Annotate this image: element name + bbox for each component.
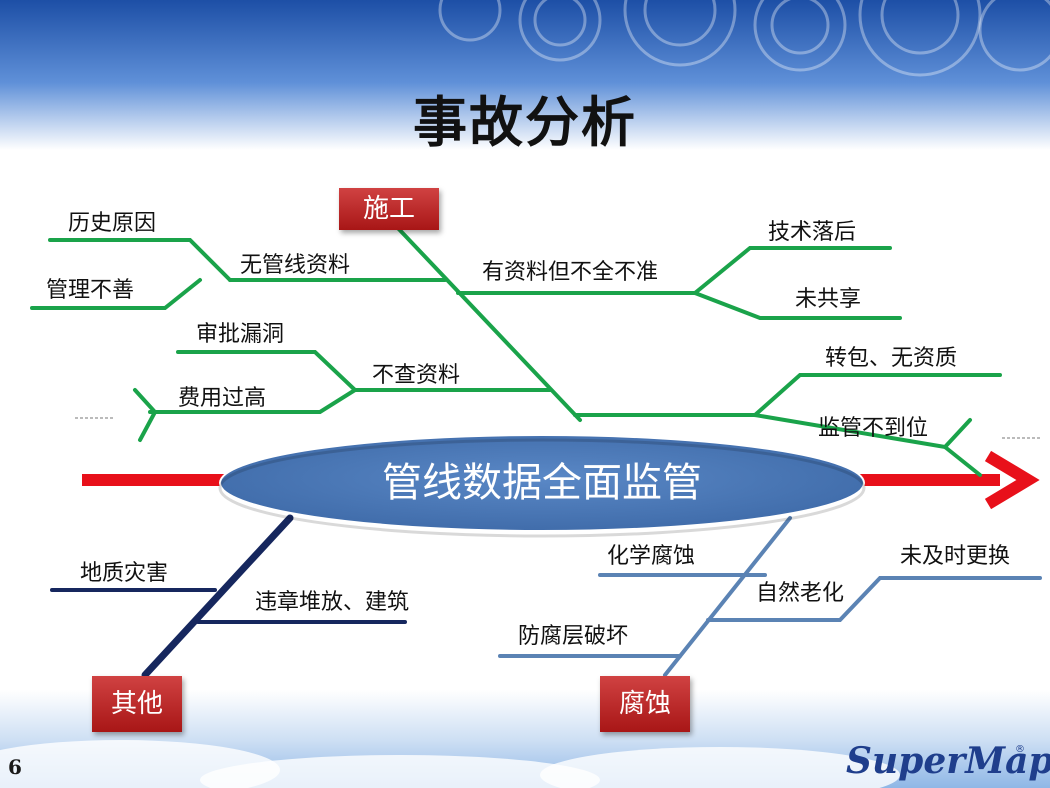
cause-geo-disaster: 地质灾害 — [80, 561, 169, 586]
cause-not-replaced: 未及时更换 — [900, 544, 1011, 569]
cause-incomplete-data: 有资料但不全不准 — [482, 260, 659, 285]
cause-subcontract: 转包、无资质 — [825, 346, 958, 371]
tag-construction: 施工 — [339, 188, 439, 230]
cause-no-data: 无管线资料 — [240, 253, 351, 278]
cause-management: 管理不善 — [46, 278, 135, 303]
page-number: 6 — [8, 755, 22, 779]
cause-chemical: 化学腐蚀 — [607, 544, 696, 569]
cause-supervision: 监管不到位 — [818, 416, 929, 441]
center-ellipse — [219, 434, 865, 532]
slide-title: 事故分析 — [413, 91, 637, 154]
registered-icon: ® — [1015, 744, 1025, 755]
spine-arrowhead — [984, 450, 1040, 510]
tag-corrosion: 腐蚀 — [600, 676, 690, 732]
cause-history: 历史原因 — [68, 211, 157, 236]
center-label: 管线数据全面监管 — [382, 460, 702, 506]
cause-illegal-build: 违章堆放、建筑 — [255, 590, 410, 615]
supermap-logo: SuperMap — [846, 740, 1050, 782]
cause-high-cost: 费用过高 — [178, 386, 267, 411]
cause-tech-lag: 技术落后 — [768, 220, 857, 245]
cause-coating: 防腐层破坏 — [518, 624, 629, 649]
cause-no-check: 不查资料 — [372, 363, 461, 388]
cause-not-shared: 未共享 — [795, 287, 862, 312]
cause-aging: 自然老化 — [756, 581, 845, 606]
tag-other: 其他 — [92, 676, 182, 732]
cause-approval-loophole: 审批漏洞 — [196, 322, 285, 347]
